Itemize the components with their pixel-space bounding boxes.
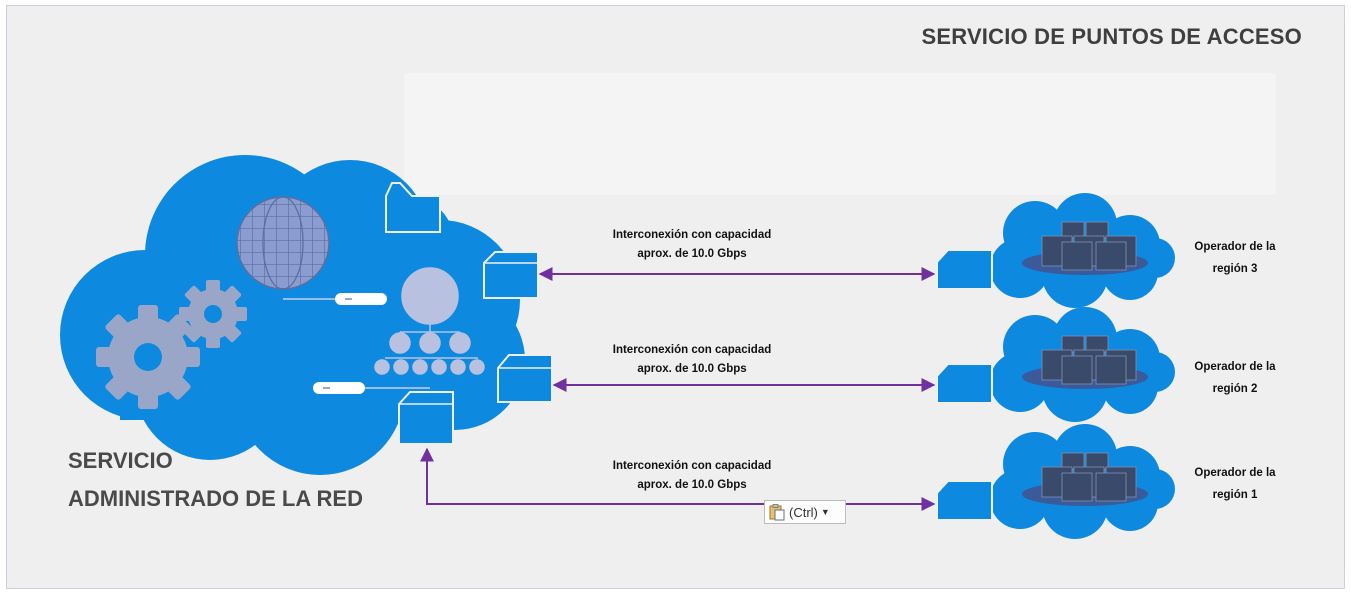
page-title: SERVICIO DE PUNTOS DE ACCESO <box>921 24 1302 49</box>
router-box-region2 <box>936 363 993 404</box>
paste-options-button[interactable]: (Ctrl) ▼ <box>764 500 846 524</box>
router-box-region1 <box>936 480 993 521</box>
router-box-region1-link <box>398 391 454 445</box>
operator-label-region1: Operador de la región 1 <box>1175 462 1295 506</box>
link-label-line2: aprox. de 10.0 Gbps <box>637 479 747 491</box>
operator-label-line1: Operador de la <box>1194 241 1276 253</box>
globe-icon <box>236 196 330 290</box>
main-service-label-line2: ADMINISTRADO DE LA RED <box>68 486 363 511</box>
main-service-label-line1: SERVICIO <box>68 448 173 473</box>
operator-label-line2: región 3 <box>1212 263 1258 275</box>
operator-label-line1: Operador de la <box>1194 467 1276 479</box>
region-1-operator-cloud <box>936 424 1175 539</box>
region-2-operator-cloud <box>936 307 1175 422</box>
link-label-region3: Interconexión con capacidad aprox. de 10… <box>572 226 812 264</box>
link-label-line1: Interconexión con capacidad <box>612 344 772 356</box>
clipboard-icon <box>769 504 785 521</box>
operator-label-region2: Operador de la región 2 <box>1175 356 1295 400</box>
chevron-down-icon: ▼ <box>820 507 830 517</box>
link-label-line1: Interconexión con capacidad <box>612 229 772 241</box>
link-label-region2: Interconexión con capacidad aprox. de 10… <box>572 341 812 379</box>
router-box-region3 <box>936 249 993 290</box>
hierarchy-tree-icon <box>374 267 485 375</box>
slider-widget-upper <box>283 293 387 305</box>
operator-label-line2: región 2 <box>1212 383 1258 395</box>
region-3-operator-cloud <box>936 193 1175 308</box>
paste-options-label: (Ctrl) <box>789 504 818 520</box>
link-label-line1: Interconexión con capacidad <box>612 460 772 472</box>
operator-label-line1: Operador de la <box>1194 361 1276 373</box>
router-box-region3-link <box>483 251 539 299</box>
router-box-region2-link <box>497 354 553 403</box>
large-gear-icon <box>96 305 200 409</box>
small-gear-icon <box>179 280 247 348</box>
slider-widget-lower <box>313 382 430 394</box>
link-label-region1: Interconexión con capacidad aprox. de 10… <box>572 457 812 495</box>
empty-text-placeholder[interactable] <box>404 73 1276 195</box>
router-box-top <box>385 182 441 233</box>
link-label-line2: aprox. de 10.0 Gbps <box>637 248 747 260</box>
operator-label-line2: región 1 <box>1212 489 1258 501</box>
link-label-line2: aprox. de 10.0 Gbps <box>637 363 747 375</box>
operator-label-region3: Operador de la región 3 <box>1175 236 1295 280</box>
